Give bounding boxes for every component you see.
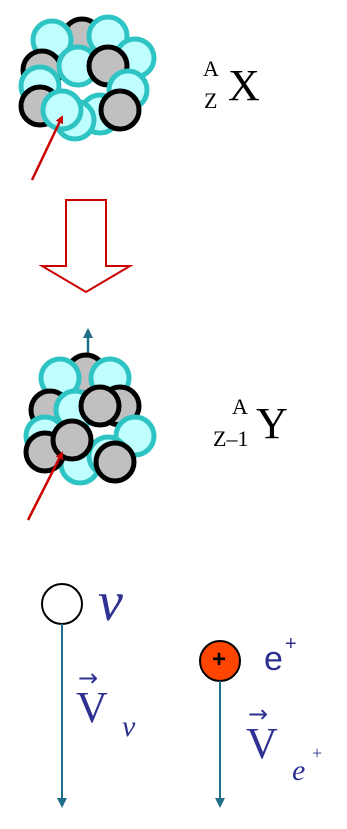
daughter-mass-number: A (232, 396, 248, 418)
daughter-symbol: Y (256, 402, 288, 446)
daughter-nucleus (26, 355, 154, 483)
positron-label-sup: + (285, 634, 297, 654)
nucleon-proton (43, 91, 81, 129)
positron-velocity-subscript: e (292, 756, 305, 786)
parent-mass-number: A (203, 58, 219, 80)
neutrino-symbol: ν (98, 574, 123, 630)
positron-velocity-subscript-sup: + (312, 744, 322, 762)
neutrino-velocity-subscript: ν (122, 712, 135, 742)
daughter-atomic-number: Z–1 (213, 428, 248, 450)
transition-arrow (42, 200, 130, 292)
neutrino-velocity-symbol: V (76, 686, 108, 730)
positron-velocity-symbol: V (246, 722, 278, 766)
nucleon-neutron (53, 421, 91, 459)
positron-label: e (264, 642, 283, 676)
parent-symbol: X (228, 64, 260, 108)
nucleon-neutron (96, 443, 134, 481)
neutrino-particle (42, 584, 82, 624)
parent-atomic-number: Z (204, 90, 217, 112)
nucleon-neutron (81, 387, 119, 425)
nucleon-neutron (101, 91, 139, 129)
positron-charge-sign: + (212, 648, 226, 672)
parent-nucleus (21, 17, 154, 139)
